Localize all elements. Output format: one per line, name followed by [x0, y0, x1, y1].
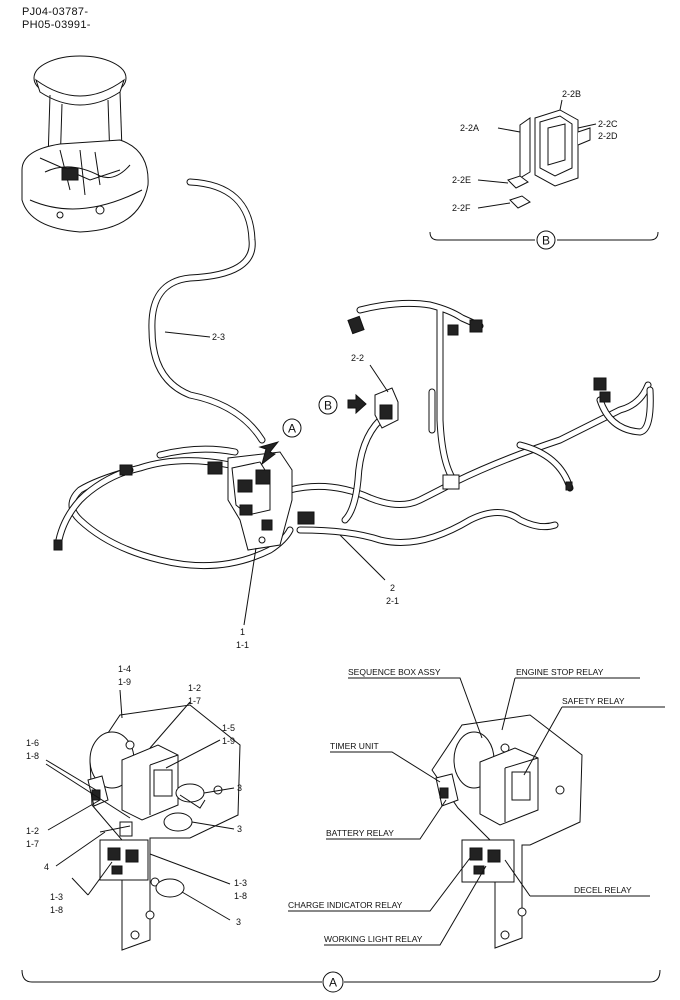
label-1-9-top: 1-9	[118, 677, 131, 687]
caption-battery-relay: BATTERY RELAY	[326, 828, 394, 838]
label-1-4: 1-4	[118, 664, 131, 674]
label-2-1: 2-1	[386, 596, 399, 606]
main-circle-b: B	[324, 399, 332, 413]
label-2-2A: 2-2A	[460, 123, 479, 133]
label-1-2-left: 1-2	[26, 826, 39, 836]
part-code-2: PH05-03991-	[22, 19, 91, 31]
label-2: 2	[390, 583, 395, 593]
label-1: 1	[240, 627, 245, 637]
machine-overview-illustration	[21, 55, 149, 233]
label-1-7-left: 1-7	[26, 839, 39, 849]
caption-decel-relay: DECEL RELAY	[574, 885, 632, 895]
label-2-2C: 2-2C	[598, 119, 618, 129]
label-1-9-mid: 1-9	[222, 736, 235, 746]
main-circle-a: A	[288, 422, 296, 436]
label-2-2B: 2-2B	[562, 89, 581, 99]
detail-a-right: SEQUENCE BOX ASSY ENGINE STOP RELAY SAFE…	[288, 667, 665, 949]
label-1-7-top: 1-7	[188, 696, 201, 706]
label-1-8-right: 1-8	[234, 891, 247, 901]
label-3-middle: 3	[237, 824, 242, 834]
caption-engine-stop-relay: ENGINE STOP RELAY	[516, 667, 604, 677]
main-harness-view: B A 2-3 2-2 2 2-1 1 1-1	[53, 178, 654, 650]
label-2-2E: 2-2E	[452, 175, 471, 185]
label-1-3-right: 1-3	[234, 878, 247, 888]
label-1-3-left: 1-3	[50, 892, 63, 902]
label-2-2F: 2-2F	[452, 203, 471, 213]
label-3-upper: 3	[237, 783, 242, 793]
label-2-2D: 2-2D	[598, 131, 618, 141]
detail-b-circle-label: B	[542, 234, 550, 248]
detail-b: B 2-2B 2-2A 2-2C 2-2D 2-2E 2-2F	[429, 89, 659, 250]
label-4: 4	[44, 862, 49, 872]
label-1-6: 1-6	[26, 738, 39, 748]
label-2-2: 2-2	[351, 353, 364, 363]
label-1-2-top: 1-2	[188, 683, 201, 693]
label-1-8-top: 1-8	[26, 751, 39, 761]
label-1-5: 1-5	[222, 723, 235, 733]
detail-a-bracket: A	[21, 969, 661, 993]
label-3-lower: 3	[236, 917, 241, 927]
caption-safety-relay: SAFETY RELAY	[562, 696, 625, 706]
caption-sequence-box-assy: SEQUENCE BOX ASSY	[348, 667, 441, 677]
label-1-1: 1-1	[236, 640, 249, 650]
detail-a-circle-label: A	[329, 976, 337, 990]
caption-charge-indicator-relay: CHARGE INDICATOR RELAY	[288, 900, 403, 910]
caption-working-light-relay: WORKING LIGHT RELAY	[324, 934, 423, 944]
caption-timer-unit: TIMER UNIT	[330, 741, 379, 751]
part-code-1: PJ04-03787-	[22, 6, 89, 18]
label-2-3: 2-3	[212, 332, 225, 342]
label-1-8-left: 1-8	[50, 905, 63, 915]
detail-a-left: 1-4 1-9 1-2 1-7 1-5 1-9 1-6 1-8 3 3 1-2 …	[26, 664, 247, 951]
